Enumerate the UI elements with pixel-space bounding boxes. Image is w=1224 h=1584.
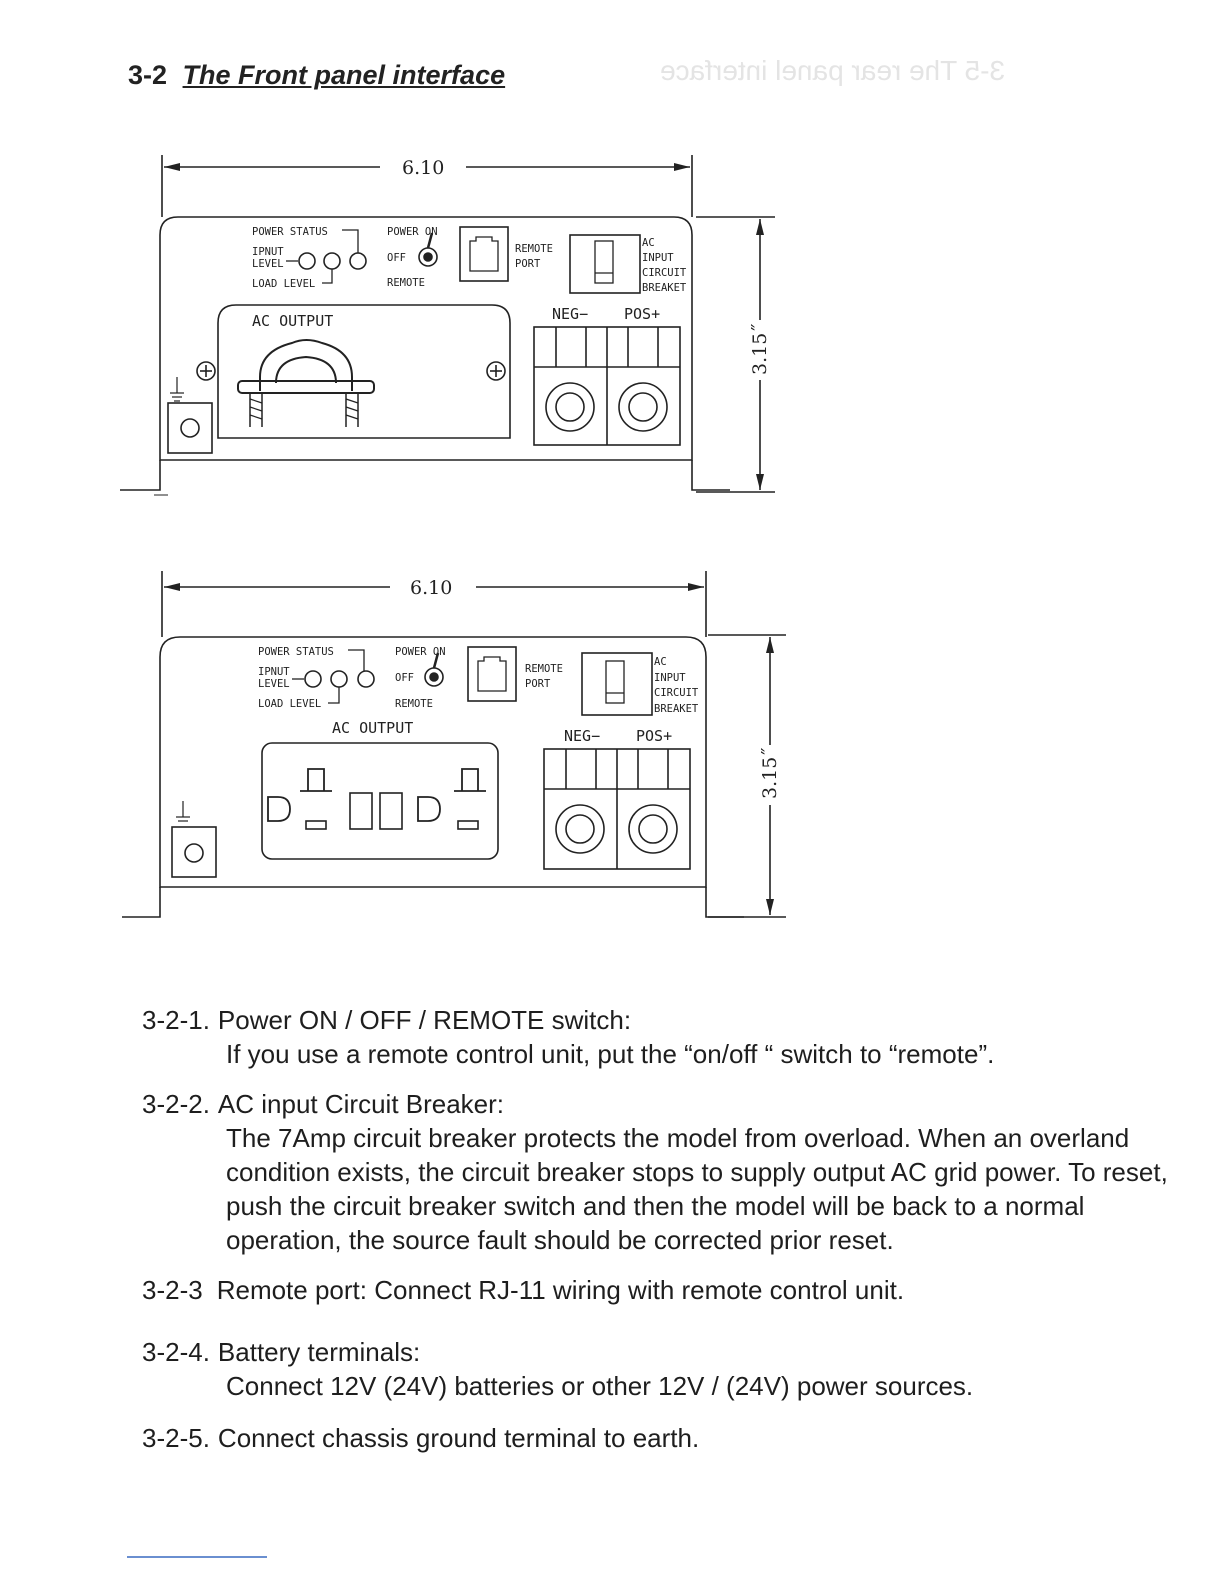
- item-title: Remote port: Connect RJ-11 wiring with r…: [216, 1275, 905, 1305]
- front-panel-diagram-2: 6.10 3.15˝ POWER STATUS IPNUT LEVEL LOAD…: [110, 565, 800, 935]
- load-level-label: LOAD LEVEL: [252, 278, 315, 290]
- pos-terminal: [618, 382, 668, 432]
- chassis-outline: [159, 216, 693, 461]
- svg-text:LEVEL: LEVEL: [252, 258, 284, 270]
- item-number: 3-2-4.: [142, 1337, 210, 1367]
- width-dimension: 6.10: [402, 157, 444, 179]
- input-level-led: [298, 252, 316, 270]
- remote-port-label: REMOTE: [515, 243, 553, 255]
- item-text: Connect 12V (24V) batteries or other 12V…: [226, 1371, 974, 1401]
- list-item: 3-2-2. AC input Circuit Breaker: The 7Am…: [142, 1087, 1172, 1257]
- power-on-label: POWER ON: [395, 646, 446, 658]
- bleed-through-text: 3-5 The rear panel interface: [660, 55, 1006, 86]
- item-text: If you use a remote control unit, put th…: [226, 1039, 995, 1069]
- svg-text:INPUT: INPUT: [642, 252, 674, 264]
- remote-port-jack: [459, 226, 509, 282]
- cable-clamp: [259, 339, 353, 391]
- load-level-label: LOAD LEVEL: [258, 698, 321, 710]
- svg-text:INPUT: INPUT: [654, 672, 686, 684]
- screw-left: [196, 361, 216, 381]
- svg-text:BREAKET: BREAKET: [654, 703, 699, 715]
- section-number: 3-2: [128, 60, 168, 90]
- item-title: Power ON / OFF / REMOTE switch:: [217, 1005, 632, 1035]
- height-dimension: 3.15˝: [749, 323, 771, 375]
- item-title: Battery terminals:: [217, 1337, 421, 1367]
- svg-text:CIRCUIT: CIRCUIT: [642, 267, 687, 279]
- item-text: The 7Amp circuit breaker protects the mo…: [226, 1123, 1168, 1255]
- svg-text:PORT: PORT: [515, 258, 541, 270]
- list-item: 3-2-5. Connect chassis ground terminal t…: [142, 1421, 1172, 1455]
- svg-text:PORT: PORT: [525, 678, 551, 690]
- remote-label: REMOTE: [395, 698, 433, 710]
- screw-right: [486, 361, 506, 381]
- list-item: 3-2-4. Battery terminals: Connect 12V (2…: [142, 1335, 1172, 1403]
- power-status-led: [349, 252, 367, 270]
- front-panel-diagram-1: 6.10 3.15˝ POWER STATUS IPNUT LEVEL LOAD…: [110, 145, 790, 505]
- section-heading: 3-2 The Front panel interface: [128, 60, 505, 91]
- mounting-feet: [120, 460, 730, 491]
- footer-rule: [127, 1556, 267, 1558]
- ac-output-label: AC OUTPUT: [332, 719, 413, 737]
- item-number: 3-2-1.: [142, 1005, 210, 1035]
- power-status-label: POWER STATUS: [258, 646, 334, 658]
- neg-label: NEG−: [564, 727, 600, 745]
- item-title: Connect chassis ground terminal to earth…: [217, 1423, 700, 1453]
- item-title: AC input Circuit Breaker:: [217, 1089, 505, 1119]
- svg-text:LEVEL: LEVEL: [258, 678, 290, 690]
- circuit-breaker: [569, 234, 641, 294]
- breaker-label: AC: [654, 656, 667, 668]
- svg-text:BREAKET: BREAKET: [642, 282, 687, 294]
- instruction-list: 3-2-1. Power ON / OFF / REMOTE switch: I…: [142, 1003, 1172, 1471]
- remote-label: REMOTE: [387, 277, 425, 289]
- item-number: 3-2-5.: [142, 1423, 210, 1453]
- width-dimension: 6.10: [410, 577, 452, 599]
- power-on-label: POWER ON: [387, 226, 438, 238]
- svg-text:CIRCUIT: CIRCUIT: [654, 687, 699, 699]
- input-level-label: IPNUT: [252, 246, 284, 258]
- input-level-label: IPNUT: [258, 666, 290, 678]
- power-status-label: POWER STATUS: [252, 226, 328, 238]
- load-level-led: [323, 252, 341, 270]
- item-number: 3-2-3: [142, 1275, 203, 1305]
- off-label: OFF: [387, 252, 406, 264]
- list-item: 3-2-3 Remote port: Connect RJ-11 wiring …: [142, 1273, 1172, 1307]
- section-title: The Front panel interface: [182, 60, 506, 90]
- neg-label: NEG−: [552, 305, 588, 323]
- off-label: OFF: [395, 672, 414, 684]
- chassis-ground-terminal: [167, 402, 213, 454]
- height-dimension: 3.15˝: [759, 747, 781, 799]
- ac-output-label: AC OUTPUT: [252, 312, 333, 330]
- neg-terminal: [545, 382, 595, 432]
- breaker-label: AC: [642, 237, 655, 249]
- list-item: 3-2-1. Power ON / OFF / REMOTE switch: I…: [142, 1003, 1172, 1071]
- pos-label: POS+: [624, 305, 660, 323]
- ac-outlet-plate: [261, 742, 499, 860]
- item-number: 3-2-2.: [142, 1089, 210, 1119]
- ac-output-plate: [217, 304, 511, 439]
- remote-port-label: REMOTE: [525, 663, 563, 675]
- pos-label: POS+: [636, 727, 672, 745]
